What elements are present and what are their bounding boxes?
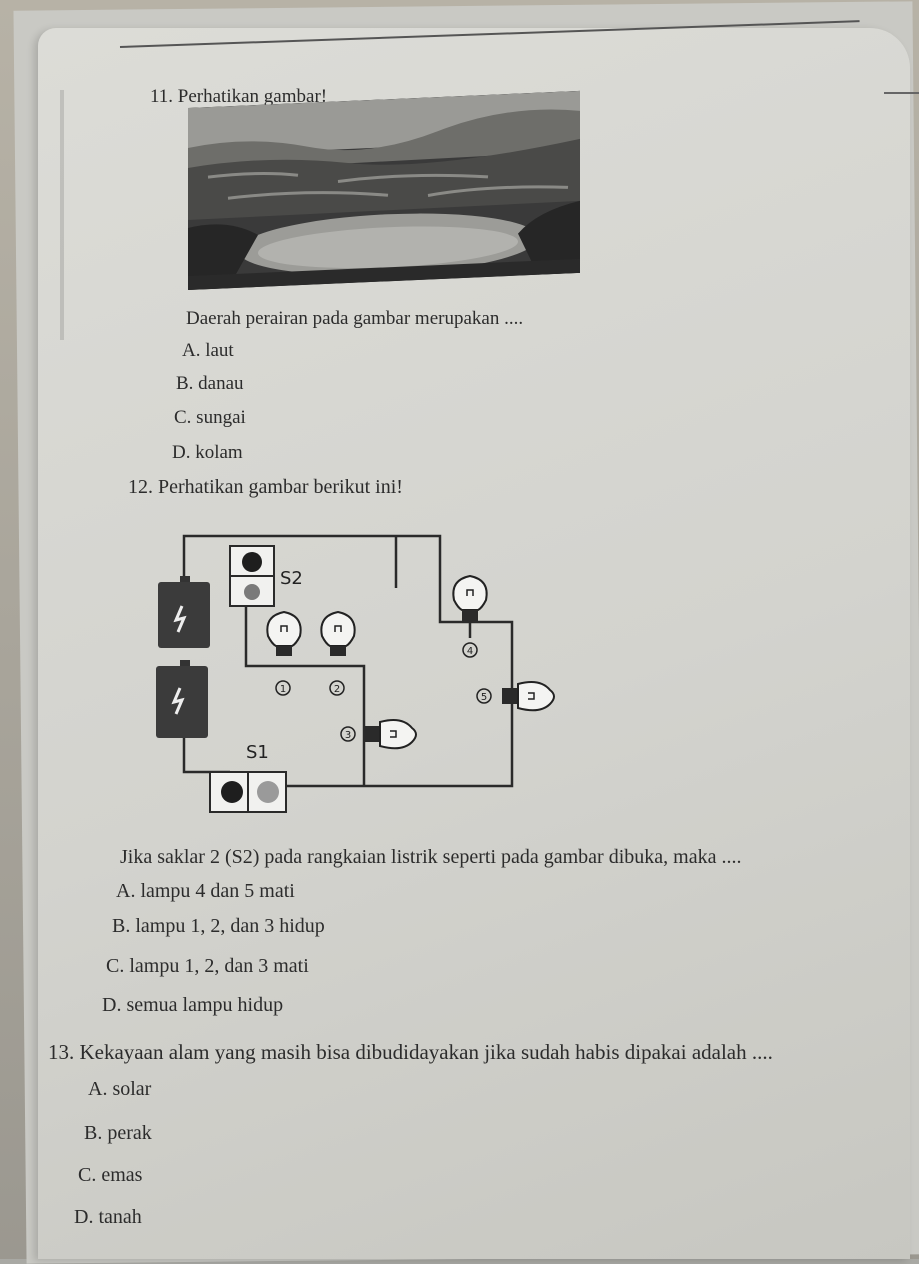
landscape-photo <box>188 90 580 290</box>
page-shadow <box>60 90 64 340</box>
q12-option-b[interactable]: B. lampu 1, 2, dan 3 hidup <box>112 915 325 937</box>
lamp-1-icon <box>266 610 302 656</box>
q11-title: 11. Perhatikan gambar! <box>150 86 328 107</box>
lamp-5-label: 5 <box>481 692 487 703</box>
lamp-5-icon <box>502 681 555 712</box>
right-rule <box>884 92 919 94</box>
q11-option-d[interactable]: D. kolam <box>172 442 243 463</box>
lamp-4-icon <box>452 574 488 622</box>
lamp-2-icon <box>320 610 356 656</box>
q11-option-a[interactable]: A. laut <box>182 340 234 361</box>
lamp-3-icon <box>364 719 417 750</box>
q12-question: Jika saklar 2 (S2) pada rangkaian listri… <box>120 846 742 868</box>
q11-option-c[interactable]: C. sungai <box>174 407 246 428</box>
q12-title: 12. Perhatikan gambar berikut ini! <box>128 476 403 498</box>
q13-option-a[interactable]: A. solar <box>88 1078 152 1100</box>
switch-s1-icon <box>209 771 287 813</box>
q13-question: 13. Kekayaan alam yang masih bisa dibudi… <box>48 1040 773 1064</box>
q13-option-b[interactable]: B. perak <box>84 1122 152 1144</box>
circuit-diagram: S2 S1 1 2 4 5 3 <box>156 534 555 813</box>
q12-option-c[interactable]: C. lampu 1, 2, dan 3 mati <box>106 955 309 977</box>
q11-option-b[interactable]: B. danau <box>176 373 244 394</box>
lamp-4-label: 4 <box>467 646 473 657</box>
q12-option-d[interactable]: D. semua lampu hidup <box>102 994 284 1016</box>
lamp-3-label: 3 <box>345 730 351 741</box>
q12-option-a[interactable]: A. lampu 4 dan 5 mati <box>116 880 295 902</box>
battery-icon <box>158 576 210 648</box>
switch-s1-label: S1 <box>246 742 269 763</box>
q11-question: Daerah perairan pada gambar merupakan ..… <box>186 308 524 329</box>
switch-s2-icon <box>229 545 275 607</box>
lamp-2-label: 2 <box>334 684 340 695</box>
switch-s2-label: S2 <box>280 568 303 589</box>
lamp-1-label: 1 <box>280 684 286 695</box>
battery-icon <box>156 660 208 738</box>
q13-option-c[interactable]: C. emas <box>78 1164 143 1186</box>
q13-option-d[interactable]: D. tanah <box>74 1206 142 1228</box>
